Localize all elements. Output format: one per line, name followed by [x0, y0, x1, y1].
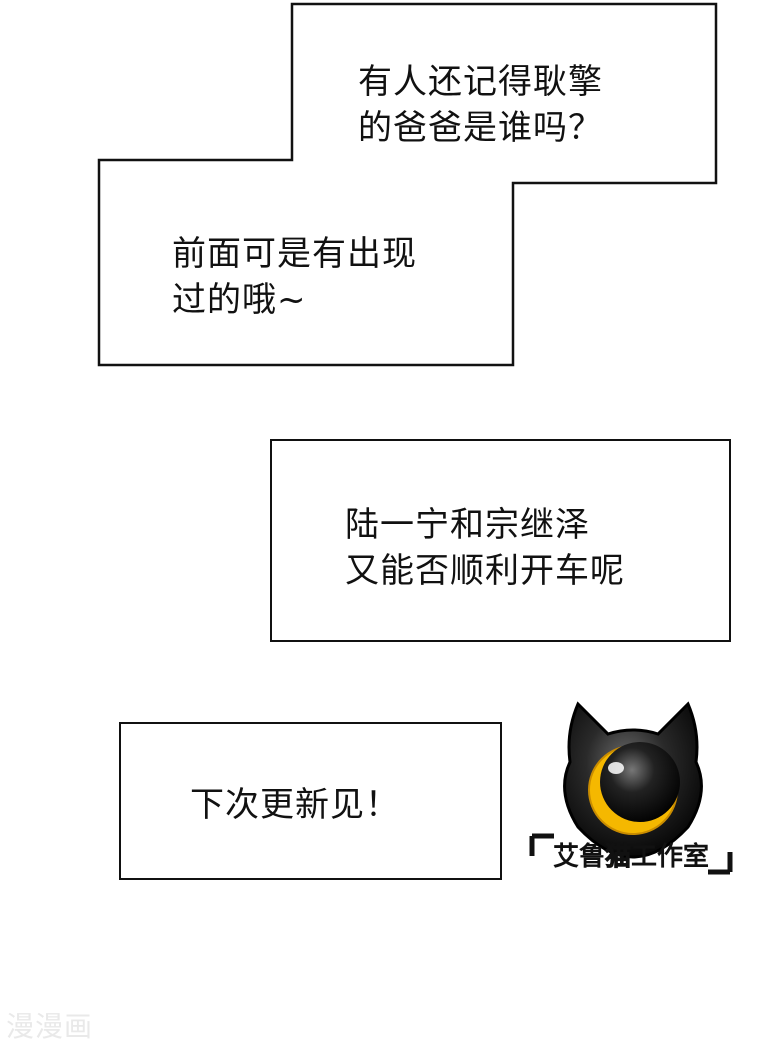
- bubble2-line1: 陆一宁和宗继泽: [345, 505, 590, 545]
- watermark: 漫漫画: [6, 1010, 94, 1043]
- pupil-shape: [600, 742, 680, 822]
- banner-frame-icon: [529, 833, 733, 875]
- bubble1-line1: 有人还记得耿擎: [358, 62, 603, 102]
- banner-text-part2: 工作室: [631, 841, 710, 872]
- text-box-3: [119, 722, 502, 880]
- bubble1-line3: 前面可是有出现: [172, 234, 417, 274]
- cat-eye-logo: 艾鲁 猫 工作室: [520, 692, 745, 892]
- cat-head-icon: [559, 695, 707, 863]
- bubble1-line4: 过的哦~: [172, 280, 307, 320]
- banner-text-accent: 猫: [604, 841, 631, 872]
- banner-text-part1: 艾鲁: [552, 841, 605, 872]
- bubble3-line1: 下次更新见！: [190, 785, 400, 825]
- studio-banner: 艾鲁 猫 工作室: [524, 832, 738, 876]
- bubble1-line2: 的爸爸是谁吗？: [358, 108, 603, 148]
- stepped-text-box: [97, 2, 718, 367]
- text-box-2: [270, 439, 731, 642]
- bubble2-line2: 又能否顺利开车呢: [345, 551, 625, 591]
